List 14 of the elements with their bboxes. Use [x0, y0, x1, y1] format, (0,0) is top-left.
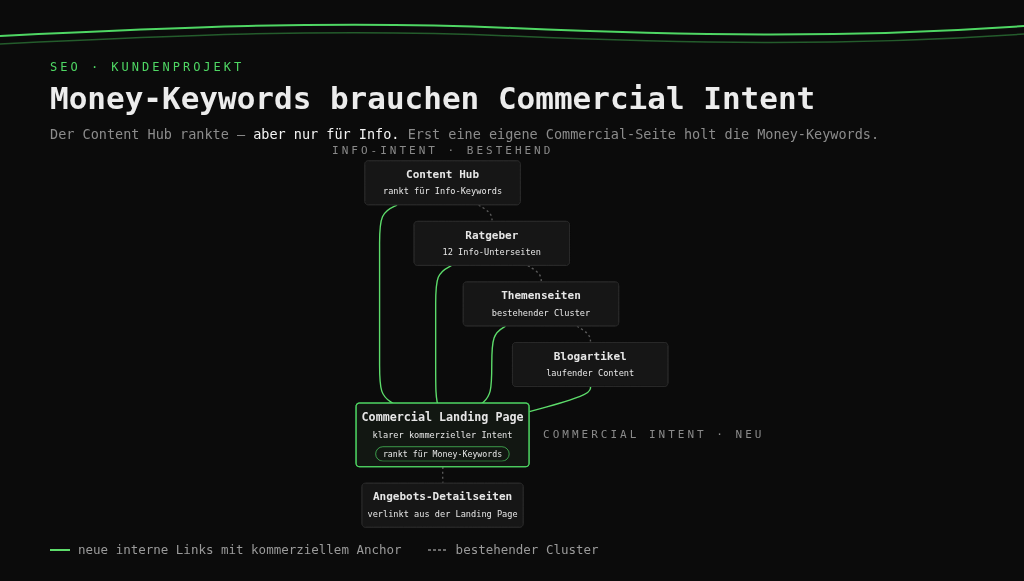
legend-text: bestehender Cluster	[455, 542, 599, 557]
column-heading: INFO-INTENT · BESTEHEND	[332, 143, 554, 157]
connector	[527, 265, 542, 283]
connector	[378, 204, 398, 405]
subtitle-text: Der Content Hub rankte — aber nur für Info. Erst eine eigene Commercial-Seite holt die Money-Keywords.	[50, 126, 880, 142]
legend-text: neue interne Links mit kommerziellem Anchor	[78, 542, 402, 557]
column-heading: COMMERCIAL INTENT · NEU	[543, 428, 765, 442]
connector	[576, 325, 592, 344]
kicker-text: SEO · KUNDENPROJEKT	[50, 60, 245, 74]
connector	[435, 265, 452, 405]
connector	[478, 204, 493, 223]
connector	[442, 466, 444, 485]
connector	[481, 325, 507, 405]
title-text: Money-Keywords brauchen Commercial Intent	[50, 80, 816, 116]
